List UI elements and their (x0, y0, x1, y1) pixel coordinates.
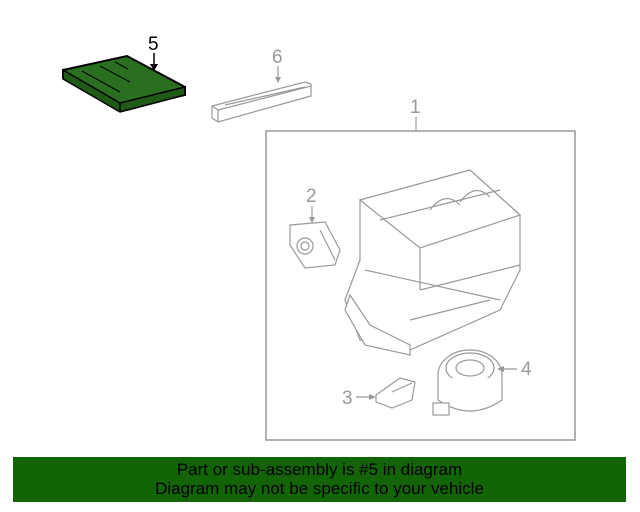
part-6-seal[interactable] (211, 81, 312, 123)
callout-1: 1 (410, 97, 421, 131)
callout-2: 2 (306, 186, 317, 223)
part-2-actuator[interactable] (289, 221, 341, 269)
diagram-notice-banner: Part or sub-assembly is #5 in diagram Di… (13, 457, 626, 502)
callout-4: 4 (497, 359, 532, 380)
part-5-filter[interactable] (62, 54, 186, 113)
notice-line-1: Part or sub-assembly is #5 in diagram (176, 460, 463, 479)
part-3-resistor[interactable] (375, 377, 416, 409)
part-1-assembly-box (265, 130, 576, 441)
part-4-blower-motor[interactable] (432, 349, 503, 416)
svg-text:6: 6 (272, 47, 283, 68)
callout-5: 5 (148, 34, 159, 71)
callout-6: 6 (272, 47, 283, 83)
svg-text:1: 1 (410, 97, 421, 118)
part-1-housing[interactable] (344, 169, 522, 356)
notice-line-2: Diagram may not be specific to your vehi… (155, 479, 484, 498)
svg-text:4: 4 (521, 359, 532, 380)
callout-3: 3 (342, 388, 376, 409)
svg-text:5: 5 (148, 34, 159, 55)
svg-text:2: 2 (306, 186, 317, 207)
svg-text:3: 3 (342, 388, 353, 409)
